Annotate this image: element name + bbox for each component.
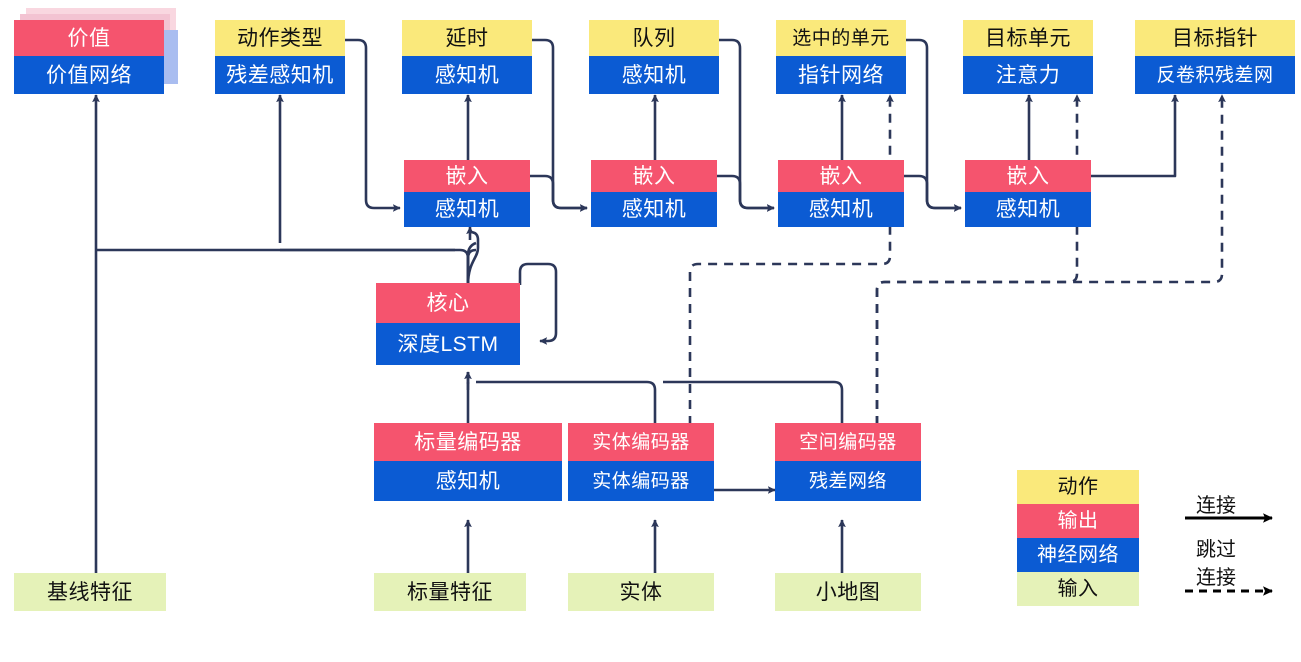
node-input-baseline-features[interactable]: 基线特征 — [14, 573, 166, 611]
node-spatial-encoder[interactable]: 空间编码器 残差网络 — [775, 423, 921, 501]
node-embed-2-network: 感知机 — [591, 192, 717, 227]
node-selected-unit[interactable]: 选中的单元 指针网络 — [776, 20, 906, 94]
node-scalar-encoder[interactable]: 标量编码器 感知机 — [374, 423, 562, 501]
node-queue-network: 感知机 — [589, 56, 719, 94]
node-spatial-encoder-output: 空间编码器 — [775, 423, 921, 461]
node-action-type-action: 动作类型 — [215, 20, 345, 56]
node-target-unit[interactable]: 目标单元 注意力 — [963, 20, 1093, 94]
node-embed-3-output: 嵌入 — [778, 160, 904, 192]
node-entity-encoder-network: 实体编码器 — [568, 461, 714, 501]
value-shadow-blue — [160, 30, 178, 84]
legend-input: 输入 — [1017, 572, 1139, 606]
node-input-minimap[interactable]: 小地图 — [775, 573, 921, 611]
node-scalar-encoder-output: 标量编码器 — [374, 423, 562, 461]
node-input-minimap-label: 小地图 — [775, 573, 921, 611]
node-embed-3-network: 感知机 — [778, 192, 904, 227]
node-embed-4-network: 感知机 — [965, 192, 1091, 227]
node-delay[interactable]: 延时 感知机 — [402, 20, 532, 94]
node-embed-3[interactable]: 嵌入 感知机 — [778, 160, 904, 227]
node-input-entities-label: 实体 — [568, 573, 714, 611]
node-delay-network: 感知机 — [402, 56, 532, 94]
node-action-type[interactable]: 动作类型 残差感知机 — [215, 20, 345, 94]
legend-connection-label: 连接 — [1196, 495, 1236, 517]
node-embed-1[interactable]: 嵌入 感知机 — [404, 160, 530, 227]
node-target-unit-network: 注意力 — [963, 56, 1093, 94]
node-delay-action: 延时 — [402, 20, 532, 56]
node-value-network: 价值网络 — [14, 56, 164, 94]
node-value[interactable]: 价值 价值网络 — [14, 20, 164, 94]
node-input-baseline-features-label: 基线特征 — [14, 573, 166, 611]
node-input-entities[interactable]: 实体 — [568, 573, 714, 611]
node-target-pointer-network: 反卷积残差网 — [1135, 56, 1295, 94]
node-scalar-encoder-network: 感知机 — [374, 461, 562, 501]
node-embed-2[interactable]: 嵌入 感知机 — [591, 160, 717, 227]
legend-output: 输出 — [1017, 504, 1139, 538]
node-embed-4[interactable]: 嵌入 感知机 — [965, 160, 1091, 227]
node-selected-unit-network: 指针网络 — [776, 56, 906, 94]
legend-skip-label-2: 连接 — [1196, 567, 1236, 589]
node-embed-4-output: 嵌入 — [965, 160, 1091, 192]
node-core-network: 深度LSTM — [376, 323, 520, 365]
legend-network: 神经网络 — [1017, 538, 1139, 572]
node-core[interactable]: 核心 深度LSTM — [376, 283, 520, 365]
node-input-scalar-features[interactable]: 标量特征 — [374, 573, 526, 611]
node-embed-2-output: 嵌入 — [591, 160, 717, 192]
legend-swatches: 动作 输出 神经网络 输入 — [1017, 470, 1139, 606]
legend-skip-label-1: 跳过 — [1196, 539, 1236, 561]
node-target-pointer-action: 目标指针 — [1135, 20, 1295, 56]
node-embed-1-output: 嵌入 — [404, 160, 530, 192]
node-entity-encoder-output: 实体编码器 — [568, 423, 714, 461]
node-value-output: 价值 — [14, 20, 164, 56]
node-input-scalar-features-label: 标量特征 — [374, 573, 526, 611]
node-entity-encoder[interactable]: 实体编码器 实体编码器 — [568, 423, 714, 501]
node-spatial-encoder-network: 残差网络 — [775, 461, 921, 501]
node-selected-unit-action: 选中的单元 — [776, 20, 906, 56]
node-target-unit-action: 目标单元 — [963, 20, 1093, 56]
node-embed-1-network: 感知机 — [404, 192, 530, 227]
node-queue[interactable]: 队列 感知机 — [589, 20, 719, 94]
node-queue-action: 队列 — [589, 20, 719, 56]
legend-action: 动作 — [1017, 470, 1139, 504]
node-core-output: 核心 — [376, 283, 520, 323]
node-action-type-network: 残差感知机 — [215, 56, 345, 94]
node-target-pointer[interactable]: 目标指针 反卷积残差网 — [1135, 20, 1295, 94]
